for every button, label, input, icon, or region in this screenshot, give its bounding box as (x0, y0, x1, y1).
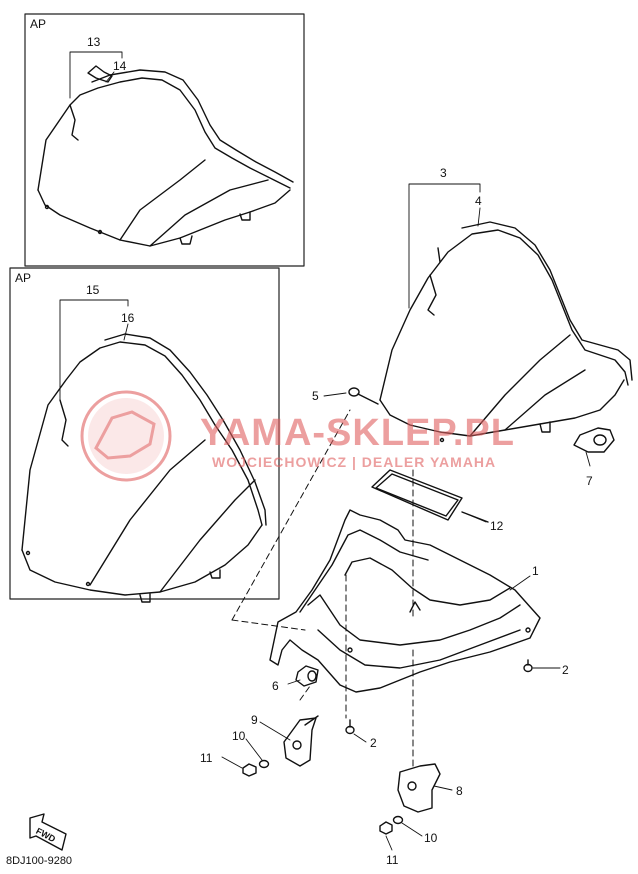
callout-1: 1 (532, 564, 539, 578)
callout-8: 8 (456, 784, 463, 798)
nut-11-right (379, 821, 393, 835)
callout-3: 3 (440, 166, 447, 180)
watermark-brand: YAMA-SKLEP.PL (200, 412, 515, 454)
callout-11-left: 11 (200, 751, 213, 765)
watermark-logo-icon (80, 390, 172, 482)
ap-box-top (24, 13, 305, 267)
callout-4: 4 (475, 194, 482, 208)
washer-10-right (392, 815, 404, 825)
callout-7: 7 (586, 474, 593, 488)
fairing-body-1 (269, 509, 541, 693)
callout-5: 5 (312, 389, 319, 403)
bolt-5 (348, 387, 379, 405)
callout-2-right: 2 (562, 663, 569, 677)
bracket-8 (397, 763, 441, 813)
callout-6: 6 (272, 679, 279, 693)
callout-2-lower: 2 (370, 736, 377, 750)
watermark-sub: WOJCIECHOWICZ | DEALER YAMAHA (212, 454, 496, 470)
nut-7 (573, 427, 615, 453)
windscreen-ap-top (37, 65, 294, 247)
ap-label-bottom: AP (15, 271, 31, 285)
leader-lines (59, 51, 591, 851)
windscreen-ap-bottom (21, 333, 267, 603)
nut-11-left (242, 763, 257, 777)
diagram-code: 8DJ100-9280 (6, 855, 72, 867)
windscreen-main (379, 221, 633, 443)
callout-13: 13 (87, 35, 101, 49)
callout-10-right: 10 (424, 831, 438, 845)
ap-box-bottom (9, 267, 280, 600)
callout-11-right: 11 (386, 853, 399, 867)
callout-12: 12 (490, 519, 504, 533)
watermark: YAMA-SKLEP.PL WOJCIECHOWICZ | DEALER YAM… (80, 390, 515, 482)
ap-label-top: AP (30, 17, 46, 31)
callout-14: 14 (113, 59, 127, 73)
washer-10-left (258, 759, 270, 769)
assembly-lines (231, 409, 414, 771)
callout-16: 16 (121, 311, 135, 325)
bracket-9 (283, 715, 319, 767)
callout-9: 9 (251, 713, 258, 727)
callout-15: 15 (86, 283, 100, 297)
panel-12 (371, 469, 489, 523)
screw-2-right (523, 659, 533, 673)
callout-10-left: 10 (232, 729, 246, 743)
screw-2-lower (345, 719, 355, 735)
grommet-6 (295, 665, 319, 687)
fwd-arrow-icon (29, 813, 67, 851)
